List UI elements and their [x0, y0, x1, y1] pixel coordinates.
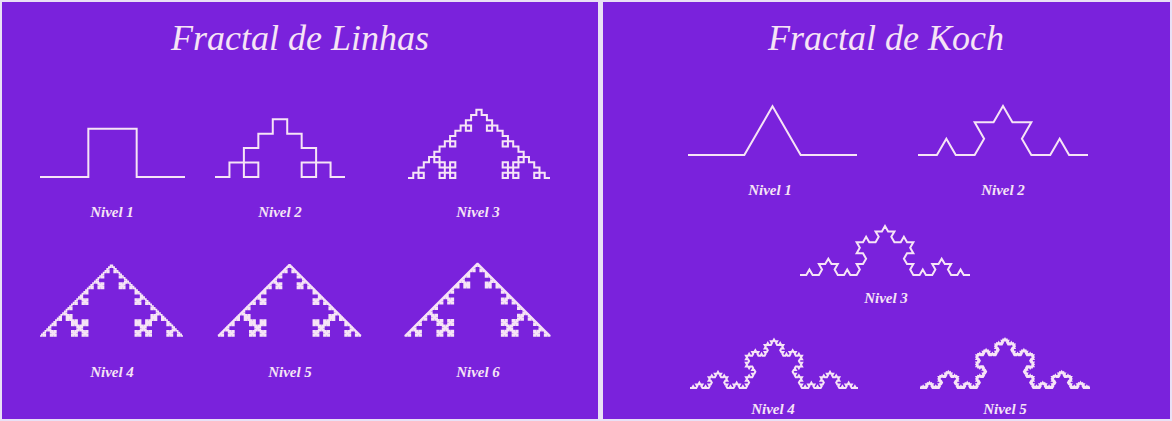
fractal-curve — [408, 110, 550, 178]
fractal-curve — [40, 265, 183, 336]
fractal-curve — [918, 106, 1088, 155]
level-label: Nivel 2 — [258, 204, 302, 221]
fractal-curve — [40, 129, 185, 177]
left-panel — [2, 2, 598, 419]
level-label: Nivel 5 — [268, 364, 312, 381]
level-label: Nivel 2 — [981, 182, 1025, 199]
panel-title: Fractal de Linhas — [171, 17, 429, 59]
level-label: Nivel 3 — [456, 204, 500, 221]
fractal-curve — [800, 226, 970, 275]
level-label: Nivel 6 — [456, 364, 500, 381]
fractal-curve — [690, 340, 858, 388]
fractal-curve — [688, 106, 857, 155]
level-label: Nivel 4 — [751, 401, 795, 418]
level-label: Nivel 3 — [864, 290, 908, 307]
fractal-curve — [920, 339, 1090, 388]
fractal-curve — [405, 264, 550, 336]
level-label: Nivel 1 — [748, 182, 792, 199]
fractal-curve — [218, 265, 361, 336]
panel-title: Fractal de Koch — [768, 17, 1004, 59]
level-label: Nivel 4 — [90, 364, 134, 381]
fractal-curve — [215, 119, 345, 177]
level-label: Nivel 5 — [983, 401, 1027, 418]
right-panel — [603, 2, 1170, 419]
level-label: Nivel 1 — [90, 204, 134, 221]
